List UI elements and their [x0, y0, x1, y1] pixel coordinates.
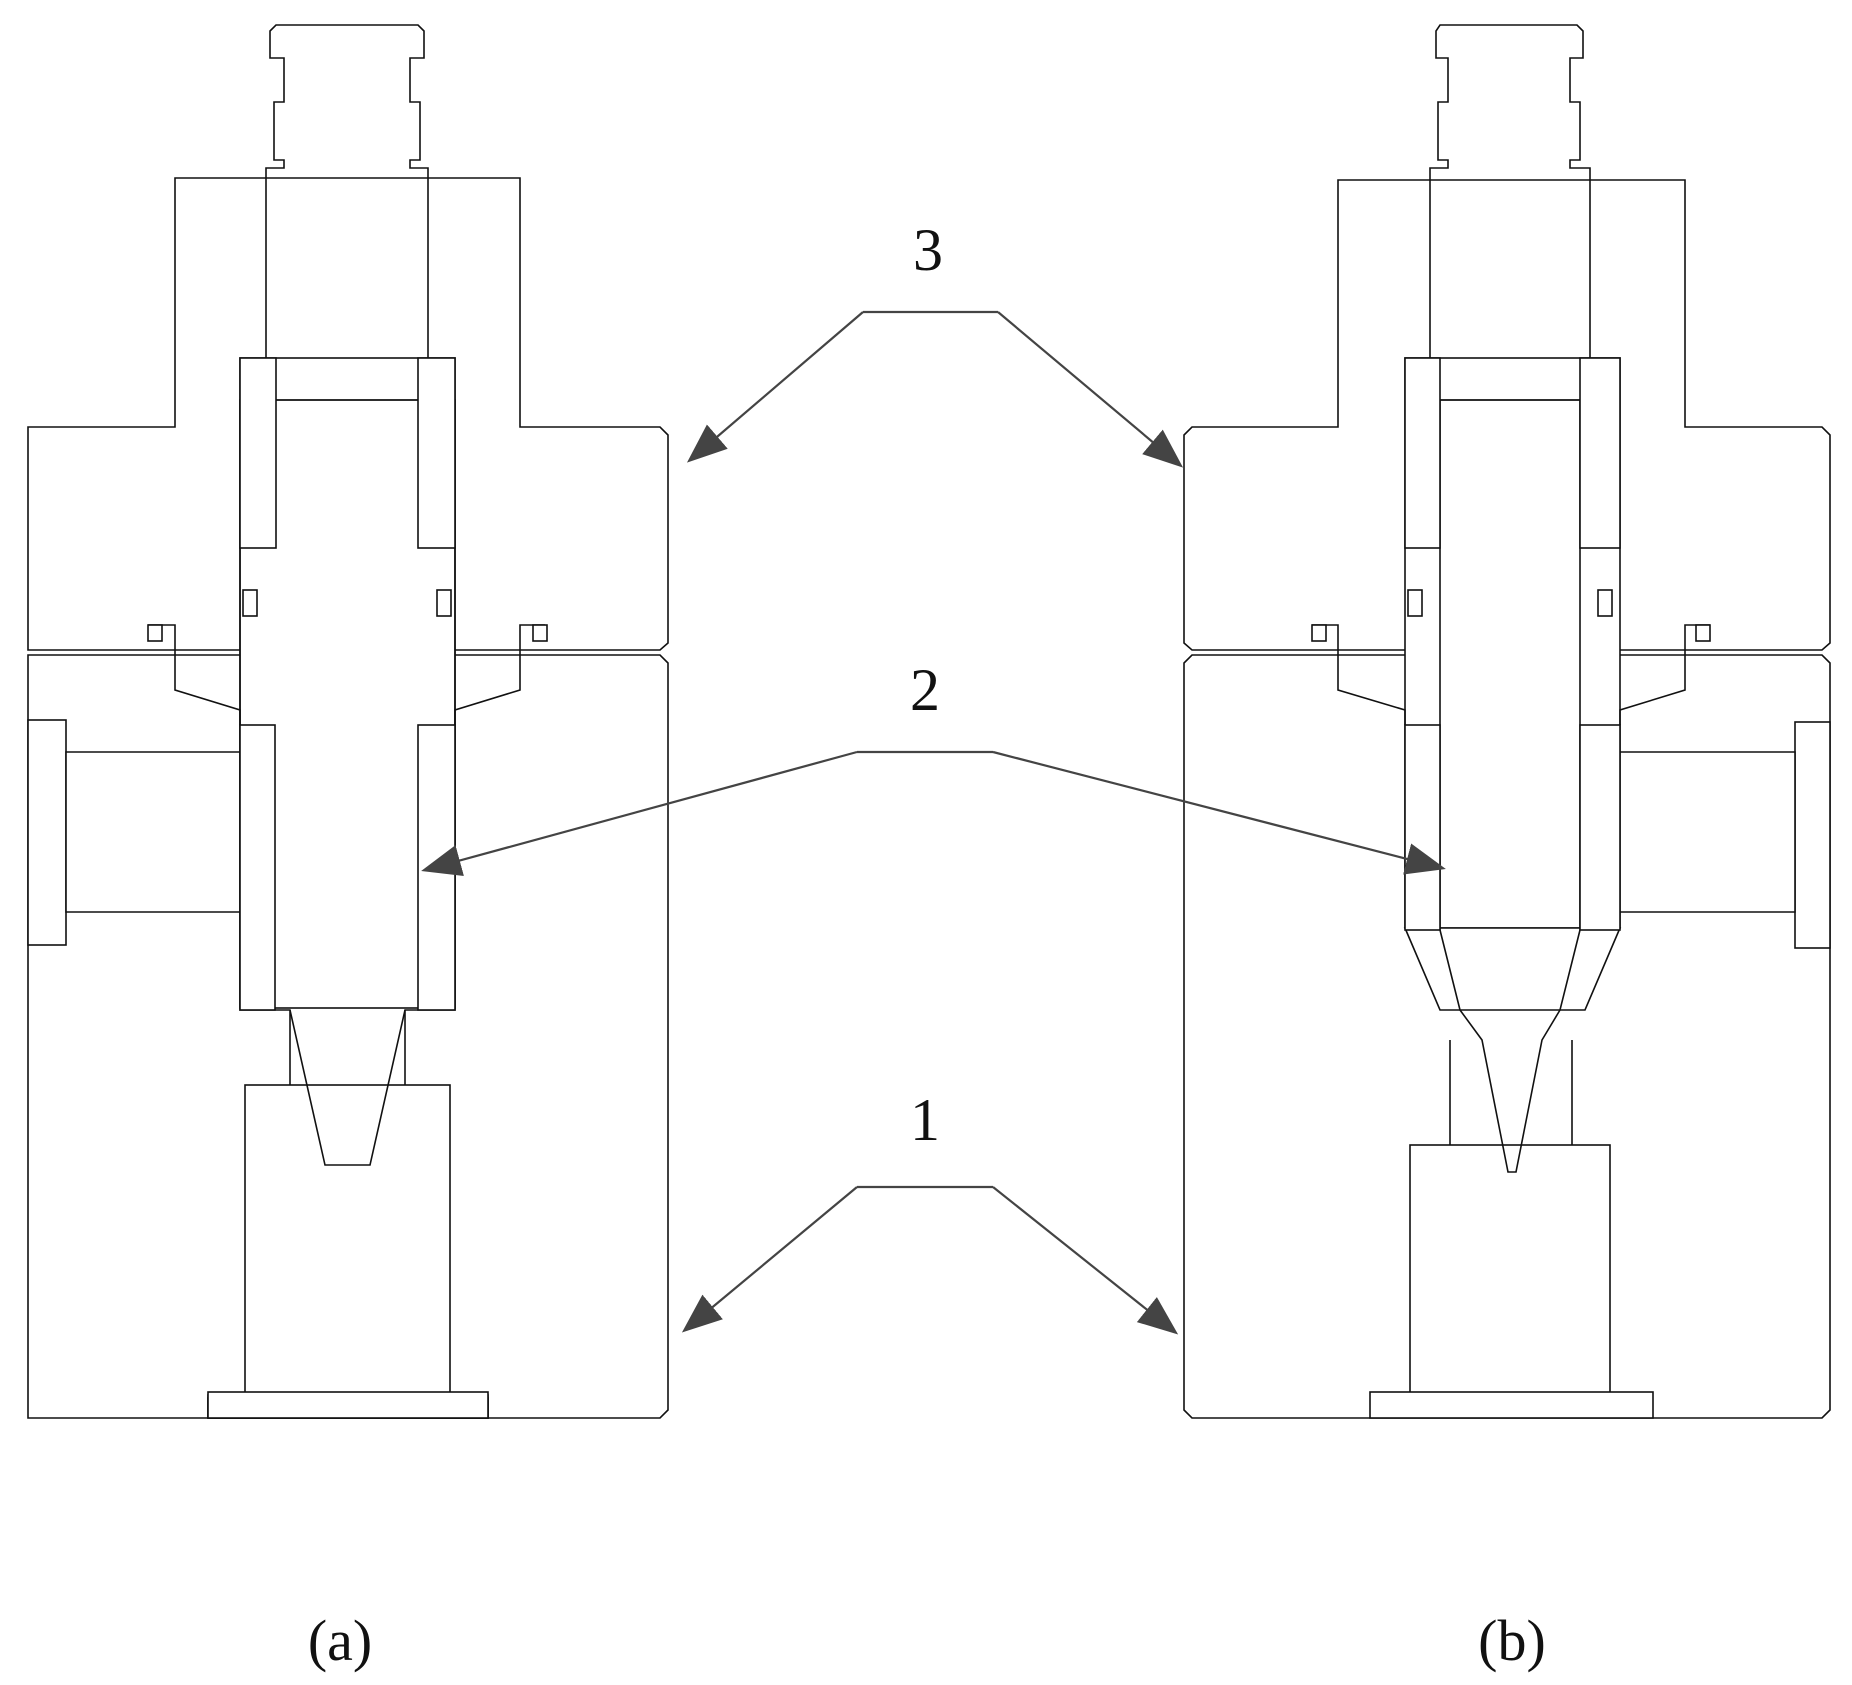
- panel-b-packing-sleeve-left: [1404, 357, 1441, 549]
- panel-a-lower-chamber: [244, 1084, 451, 1401]
- panel-b-seal-right: [1597, 589, 1613, 617]
- leader-2-right: [992, 750, 1446, 875]
- panel-a-gland-step: [148, 624, 545, 725]
- panel-b-oring-left: [1311, 624, 1327, 642]
- panel-a-seal-left: [242, 589, 258, 617]
- panel-b-caption: (b): [1478, 1608, 1546, 1673]
- panel-b-gland-step: [1312, 624, 1710, 725]
- callout-label-1: 1: [910, 1087, 940, 1153]
- panel-b-seal-left: [1407, 589, 1423, 617]
- panel-b-guide-left: [1404, 724, 1441, 931]
- callout-label-3: 3: [913, 217, 943, 283]
- leader-1-left: [681, 1186, 858, 1333]
- panel-b-side-port-flange: [1794, 721, 1831, 949]
- panel-b-lower-body: [1183, 654, 1831, 1419]
- panel-a-bottom-opening: [207, 1391, 489, 1419]
- callout-leaders: [421, 310, 1446, 1335]
- panel-a-guide-left: [239, 724, 276, 1011]
- panel-b-oring-right: [1695, 624, 1711, 642]
- panel-b-stem: [1429, 24, 1591, 401]
- panel-a-packing-sleeve-right: [417, 357, 456, 549]
- panel-b-conical-seat: [1403, 927, 1622, 1011]
- panel-b-bottom-opening: [1369, 1391, 1654, 1419]
- panel-b-packing-sleeve-right: [1579, 357, 1621, 549]
- panel-a-side-port-channel: [65, 751, 268, 913]
- panel-b-upper-body: [1183, 179, 1831, 651]
- panel-a-valve: [27, 24, 669, 1419]
- callout-label-2: 2: [910, 657, 940, 723]
- panel-a-bottom-cap-block: [208, 1392, 488, 1418]
- leader-1-right: [992, 1186, 1179, 1335]
- leader-3-left: [686, 311, 864, 463]
- panel-b-guide-right: [1579, 724, 1621, 931]
- panel-a-oring-right: [532, 624, 548, 642]
- panel-a-seal-right: [436, 589, 452, 617]
- leader-2-left: [421, 750, 858, 876]
- panel-a-stem: [265, 24, 429, 401]
- panel-a-side-port-flange: [27, 719, 67, 946]
- panel-b-valve: [1183, 24, 1831, 1419]
- panel-a-caption: (a): [308, 1608, 372, 1673]
- panel-a-packing-sleeve-left: [239, 357, 277, 549]
- panel-b-lower-chamber: [1409, 1144, 1611, 1401]
- panel-a-lower-body: [27, 654, 669, 1419]
- leader-3-right: [997, 311, 1184, 468]
- panel-a-oring-left: [147, 624, 163, 642]
